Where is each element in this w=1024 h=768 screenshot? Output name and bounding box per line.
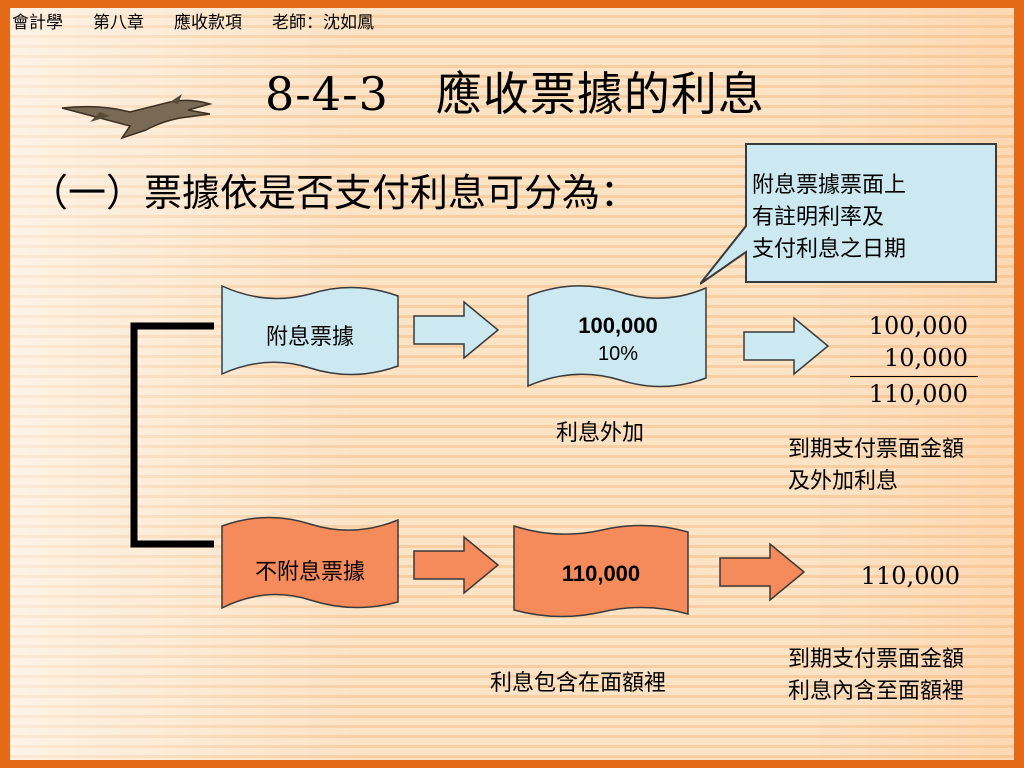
interest-note-explain: 到期支付票面金額 及外加利息	[788, 434, 964, 498]
explain-line: 利息內含至面額裡	[788, 679, 965, 704]
right-arrow-icon	[719, 542, 806, 602]
calc-interest: 10,000	[884, 344, 968, 372]
right-arrow-icon	[413, 300, 500, 360]
non-interest-note-face-value: 110,000	[561, 561, 641, 586]
interest-note-document	[527, 285, 707, 388]
right-arrow-icon	[413, 535, 500, 595]
callout-bubble	[700, 143, 997, 285]
dragon-icon	[61, 94, 213, 140]
explain-line: 到期支付票面金額	[788, 437, 965, 462]
section-name: 應收款項	[174, 13, 242, 33]
classification-heading: （一）票據依是否支付利息可分為：	[30, 171, 639, 215]
interest-note-label: 附息票據	[265, 325, 354, 350]
non-interest-note-document	[513, 524, 689, 618]
non-interest-note-shape	[221, 516, 399, 610]
teacher-name: 老師：沈如鳳	[272, 13, 374, 33]
non-interest-note-explain: 到期支付票面金額 利息內含至面額裡	[788, 644, 964, 708]
non-interest-note-caption: 利息包含在面額裡	[490, 671, 667, 696]
slide-title: 8-4-3 應收票據的利息	[265, 67, 765, 121]
calc-principal: 100,000	[868, 312, 968, 340]
callout-text: 附息票據票面上 有註明利率及 支付利息之日期	[752, 170, 988, 266]
chapter-name: 第八章	[93, 13, 144, 33]
interest-note-caption: 利息外加	[556, 421, 645, 446]
non-interest-result: 110,000	[860, 562, 960, 590]
callout-line: 支付利息之日期	[752, 237, 907, 262]
calc-total: 110,000	[868, 380, 968, 408]
interest-note-shape	[221, 284, 399, 376]
callout-line: 有註明利率及	[752, 205, 885, 230]
callout-line: 附息票據票面上	[752, 173, 907, 198]
slide-background	[10, 8, 1014, 760]
interest-note-rate: 10%	[597, 343, 639, 365]
explain-line: 到期支付票面金額	[788, 647, 965, 672]
course-name: 會計學	[12, 13, 63, 33]
classification-bracket	[130, 322, 214, 548]
right-arrow-icon	[743, 316, 830, 376]
non-interest-note-label: 不附息票據	[254, 560, 365, 585]
explain-line: 及外加利息	[788, 469, 899, 494]
calc-sum-line	[850, 376, 978, 377]
slide-header: 會計學 第八章 應收款項 老師：沈如鳳	[12, 8, 404, 33]
interest-note-face-value: 100,000	[578, 313, 658, 338]
